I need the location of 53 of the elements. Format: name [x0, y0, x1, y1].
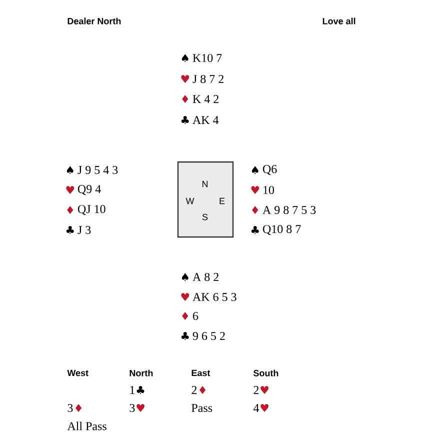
bid: Pass	[192, 404, 212, 412]
card-holding: A 8 2	[192, 272, 218, 282]
suit-symbol: ♠	[182, 273, 188, 281]
card-holding: J 3	[78, 226, 91, 234]
bid: 1	[130, 386, 134, 394]
suit-symbol: ♥	[181, 75, 190, 83]
suit-symbol: ♥	[260, 386, 268, 394]
suit-symbol: ♥	[136, 404, 144, 412]
card-holding: AK 6 5 3	[192, 292, 236, 302]
suit-symbol: ♥	[181, 293, 190, 301]
heading-text: Love all	[322, 18, 356, 24]
bid: 2	[254, 386, 259, 394]
card-holding: Q6	[262, 165, 277, 175]
bid: All Pass	[67, 422, 106, 430]
suit-symbol: ♦	[199, 386, 206, 394]
card-holding: 10	[264, 186, 274, 194]
card-holding: J 9 5 4 3	[78, 166, 118, 174]
suit-symbol: ♦	[182, 312, 188, 320]
suit-symbol: ♠	[252, 166, 258, 174]
compass-box: N W E S	[177, 161, 234, 238]
suit-symbol: ♦	[75, 404, 82, 412]
card-holding: A 9 8 7 5 3	[262, 206, 316, 214]
auction-heading: West	[67, 370, 88, 376]
card-holding: 9 6 5 2	[192, 332, 225, 340]
suit-symbol: ♠	[66, 166, 74, 174]
suit-symbol: ♥	[260, 404, 268, 412]
suit-symbol: ♣	[181, 332, 189, 340]
card-holding: J 8 7 2	[192, 74, 224, 84]
bid: 3	[68, 404, 73, 412]
suit-symbol: ♥	[251, 186, 260, 194]
auction-heading: South	[253, 370, 278, 376]
card-holding: 6	[192, 312, 198, 320]
suit-symbol: ♦	[182, 95, 188, 103]
suit-symbol: ♣	[181, 116, 189, 124]
suit-symbol: ♣	[66, 226, 74, 234]
card-holding: QJ 10	[78, 205, 106, 215]
suit-symbol: ♦	[67, 206, 74, 214]
bid: 4	[253, 404, 260, 412]
auction-heading: East	[192, 370, 210, 376]
card-holding: K 4 2	[192, 95, 218, 103]
suit-symbol: ♥	[66, 186, 74, 194]
suit-symbol: ♦	[252, 206, 258, 214]
bid: 2	[192, 386, 197, 394]
auction-heading: North	[130, 370, 153, 376]
suit-symbol: ♠	[182, 54, 188, 62]
card-holding: AK 4	[192, 116, 219, 124]
heading-text: Dealer North	[68, 18, 121, 24]
bid: 3	[130, 404, 135, 412]
card-holding: K10 7	[192, 54, 222, 62]
card-holding: Q10 8 7	[262, 225, 301, 235]
suit-symbol: ♣	[251, 226, 259, 234]
suit-symbol: ♣	[136, 386, 144, 394]
card-holding: Q9 4	[78, 185, 101, 195]
